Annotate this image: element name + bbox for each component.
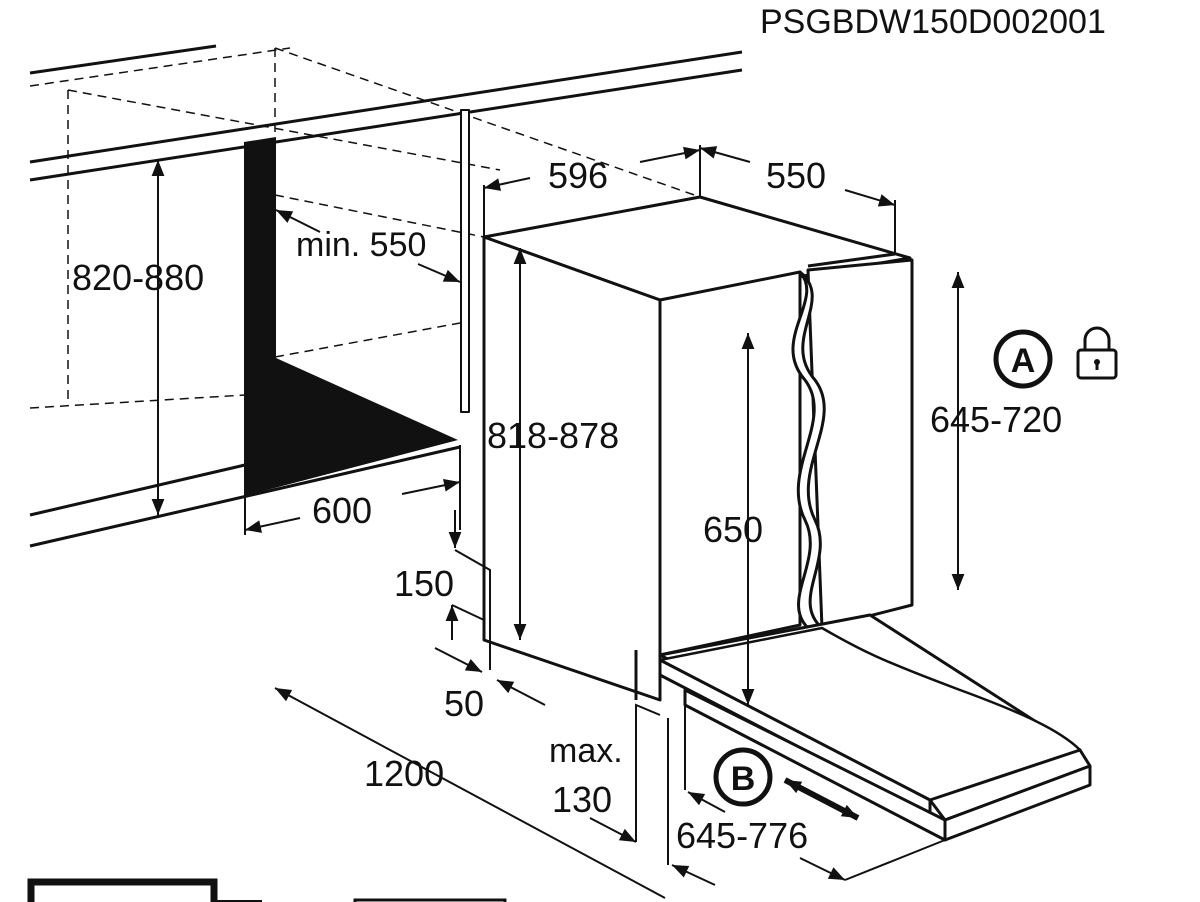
plinth-depth-label: 50 [444, 683, 484, 724]
dimension-lines [151, 145, 965, 899]
door-inner-label: 650 [703, 509, 763, 550]
appliance-height-label: 818-878 [487, 415, 619, 456]
dishwasher [482, 195, 1092, 842]
max-label: max. [549, 732, 623, 770]
niche-side-wall [244, 137, 458, 496]
svg-text:A: A [1011, 342, 1036, 380]
niche-depth-label: min. 550 [296, 226, 426, 264]
door-travel-label: 645-776 [676, 815, 808, 856]
niche-height-label: 820-880 [72, 257, 204, 298]
appliance-depth-label: 550 [766, 155, 826, 196]
niche-width-label: 600 [312, 490, 372, 531]
max-value-label: 130 [552, 779, 612, 820]
kitchen-cabinet [29, 44, 743, 548]
svg-text:B: B [731, 760, 756, 798]
lock-icon [1076, 326, 1118, 380]
appliance-width-label: 596 [548, 155, 608, 196]
marker-b: B [713, 747, 773, 807]
marker-a: A [993, 329, 1053, 389]
bottom-thumbnails [27, 878, 507, 902]
door-height-label: 645-720 [930, 399, 1062, 440]
door-opening-label: 1200 [364, 753, 444, 794]
plinth-height-label: 150 [394, 563, 454, 604]
drawing-code: PSGBDW150D002001 [760, 3, 1106, 41]
